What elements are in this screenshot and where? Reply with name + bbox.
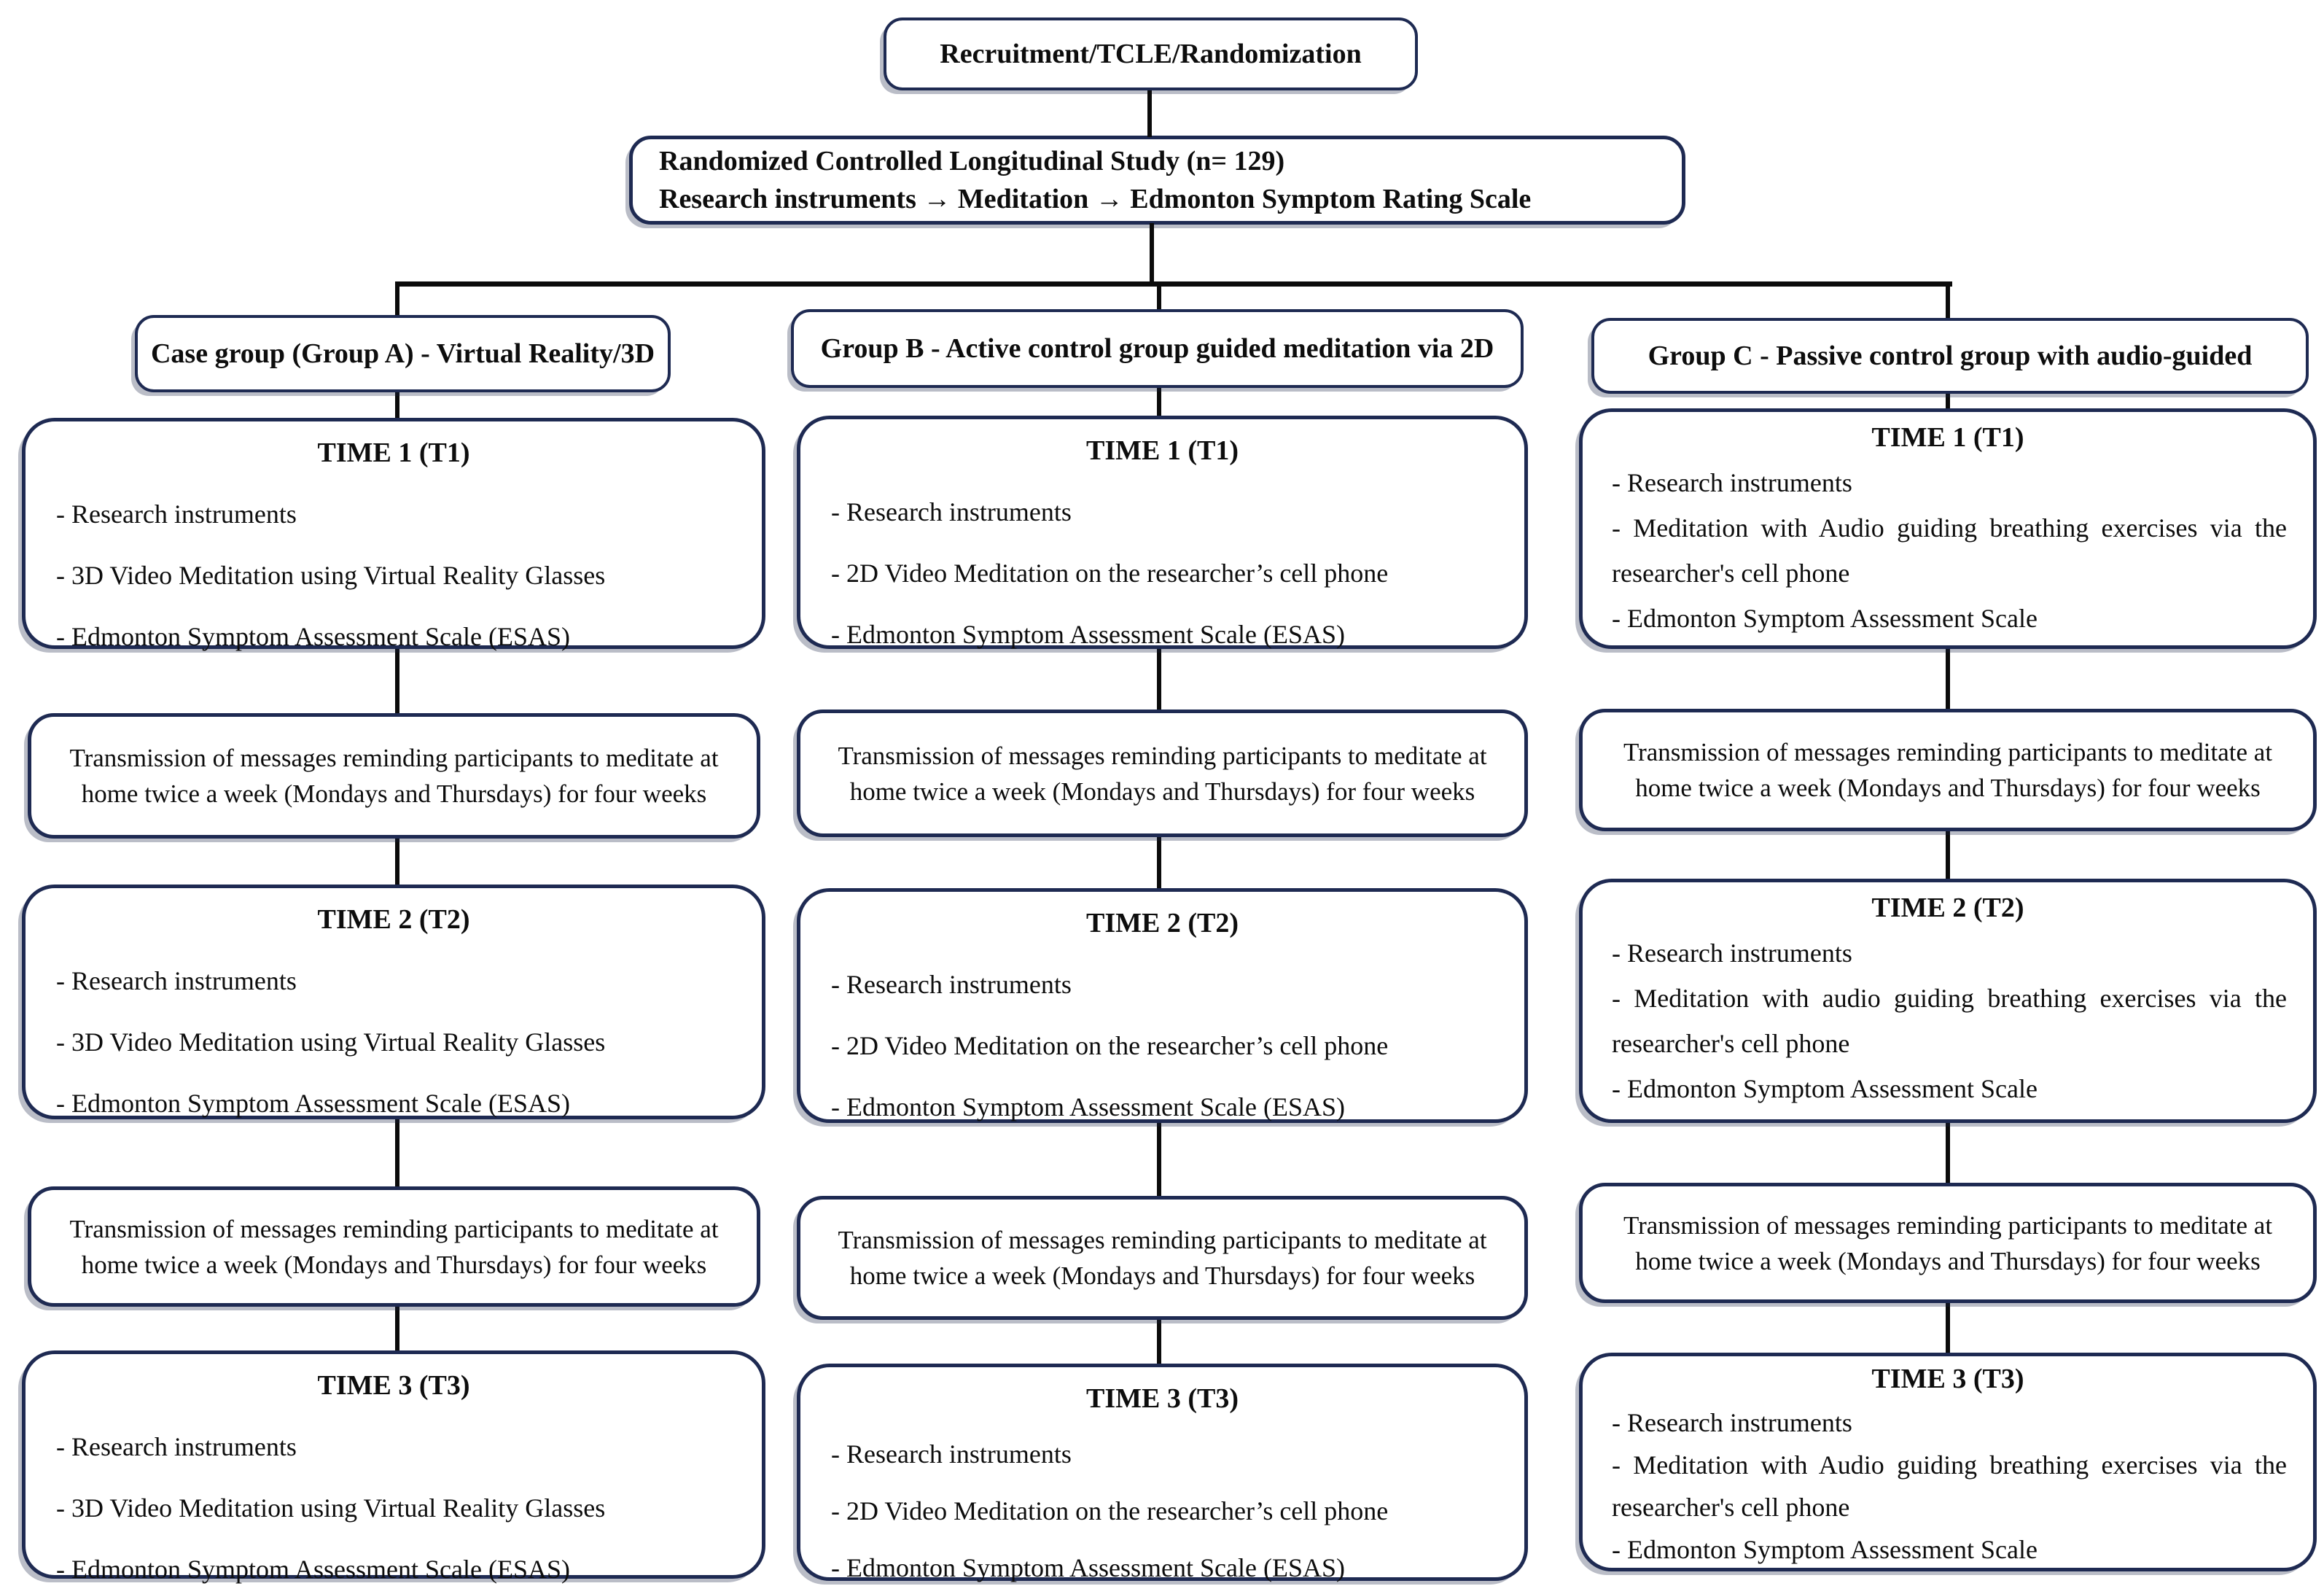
connector-line [1946,1302,1950,1354]
transmission-box: Transmission of messages reminding parti… [1579,1183,2317,1303]
transmission-box: Transmission of messages reminding parti… [28,713,760,839]
connector-line [1147,90,1152,137]
timebox-b-t3: TIME 3 (T3) - Research instruments - 2D … [797,1364,1528,1582]
connector-line [1946,1122,1950,1184]
transmission-text: Transmission of messages reminding parti… [838,1226,1487,1290]
group-a-label: Case group (Group A) - Virtual Reality/3… [150,338,655,369]
connector-line [395,1305,399,1352]
timebox-c-t2: TIME 2 (T2) - Research instruments - Med… [1579,879,2317,1123]
transmission-text: Transmission of messages reminding parti… [1623,738,2273,802]
study-box: Randomized Controlled Longitudinal Study… [629,136,1685,225]
timebox-a-t3: TIME 3 (T3) - Research instruments - 3D … [22,1350,765,1584]
timebox-item: - Edmonton Symptom Assessment Scale (ESA… [831,1553,1345,1582]
connector-line [1946,830,1950,880]
timebox-item: - Edmonton Symptom Assessment Scale [1612,604,2038,633]
timebox-item: - Research instruments [1612,1408,1852,1437]
connector-line [1946,393,1950,410]
transmission-box: Transmission of messages reminding parti… [797,1196,1528,1320]
group-b-header: Group B - Active control group guided me… [791,309,1524,388]
timebox-item: - 2D Video Meditation on the researcher’… [831,1496,1389,1525]
timebox-title: TIME 3 (T3) [317,1370,470,1401]
connector-line [1946,285,1950,319]
recruitment-box: Recruitment/TCLE/Randomization [884,18,1418,90]
timebox-title: TIME 1 (T1) [1871,422,2024,453]
timebox-item: - Research instruments [831,1439,1072,1469]
timebox-title: TIME 2 (T2) [1871,893,2024,923]
timebox-item: - 3D Video Meditation using Virtual Real… [56,1027,606,1057]
timebox-item: - 2D Video Meditation on the researcher’… [831,1031,1389,1060]
timebox-item: - Edmonton Symptom Assessment Scale (ESA… [56,1555,570,1584]
transmission-text: Transmission of messages reminding parti… [69,744,719,808]
timebox-title: TIME 2 (T2) [1086,908,1239,938]
connector-line [1157,836,1161,890]
study-line2: Research instruments → Meditation → Edmo… [659,184,1532,214]
timebox-item: - 3D Video Meditation using Virtual Real… [56,561,606,590]
timebox-a-t2: TIME 2 (T2) - Research instruments - 3D … [22,885,765,1119]
timebox-item: - Edmonton Symptom Assessment Scale [1612,1074,2038,1103]
group-a-header: Case group (Group A) - Virtual Reality/3… [135,315,671,392]
timebox-item: - 2D Video Meditation on the researcher’… [831,559,1389,588]
connector-line [1157,1122,1161,1197]
transmission-box: Transmission of messages reminding parti… [28,1186,760,1307]
timebox-item: - Research instruments [56,1432,297,1461]
connector-line [1157,387,1161,417]
timebox-title: TIME 1 (T1) [317,438,470,468]
group-b-label: Group B - Active control group guided me… [820,333,1494,364]
connector-line [395,837,399,886]
timebox-item: - Research instruments [1612,468,1852,497]
timebox-item: - Edmonton Symptom Assessment Scale (ESA… [831,1092,1345,1122]
timebox-item: - Edmonton Symptom Assessment Scale (ESA… [56,622,570,651]
timebox-item: - Research instruments [831,970,1072,999]
transmission-text: Transmission of messages reminding parti… [838,741,1487,806]
connector-line [1946,648,1950,710]
connector-line [395,648,399,715]
connector-line [1150,223,1154,283]
timebox-c-t1: TIME 1 (T1) - Research instruments - Med… [1579,408,2317,649]
timebox-item: - Research instruments [1612,938,1852,968]
timebox-title: TIME 1 (T1) [1086,435,1239,466]
timebox-title: TIME 3 (T3) [1871,1364,2024,1394]
group-c-header: Group C - Passive control group with aud… [1591,318,2309,394]
study-line1: Randomized Controlled Longitudinal Study… [659,146,1285,176]
timebox-item: - Edmonton Symptom Assessment Scale (ESA… [831,620,1345,649]
timebox-title: TIME 3 (T3) [1086,1383,1239,1414]
connector-line [1157,648,1161,711]
connector-branch-line [395,281,1952,287]
timebox-c-t3: TIME 3 (T3) - Research instruments - Med… [1579,1353,2317,1571]
connector-line [1157,1318,1161,1365]
timebox-b-t2: TIME 2 (T2) - Research instruments - 2D … [797,888,1528,1123]
timebox-title: TIME 2 (T2) [317,904,470,935]
transmission-box: Transmission of messages reminding parti… [797,710,1528,837]
transmission-text: Transmission of messages reminding parti… [69,1214,719,1279]
timebox-item: - Meditation with Audio guiding breathin… [1612,513,2287,588]
connector-line [395,392,399,419]
connector-line [395,1118,399,1188]
connector-line [395,285,399,316]
timebox-item: - Research instruments [56,499,297,529]
connector-line [1157,285,1161,311]
timebox-b-t1: TIME 1 (T1) - Research instruments - 2D … [797,416,1528,649]
transmission-text: Transmission of messages reminding parti… [1623,1210,2273,1275]
timebox-item: - Edmonton Symptom Assessment Scale (ESA… [56,1089,570,1118]
timebox-item: - Edmonton Symptom Assessment Scale [1612,1535,2038,1564]
timebox-item: - Research instruments [56,966,297,995]
timebox-item: - Meditation with Audio guiding breathin… [1612,1450,2287,1522]
transmission-box: Transmission of messages reminding parti… [1579,709,2317,831]
timebox-item: - 3D Video Meditation using Virtual Real… [56,1493,606,1523]
timebox-item: - Meditation with audio guiding breathin… [1612,984,2287,1058]
timebox-item: - Research instruments [831,497,1072,526]
timebox-a-t1: TIME 1 (T1) - Research instruments - 3D … [22,418,765,651]
recruitment-label: Recruitment/TCLE/Randomization [940,39,1362,69]
group-c-label: Group C - Passive control group with aud… [1648,341,2253,371]
